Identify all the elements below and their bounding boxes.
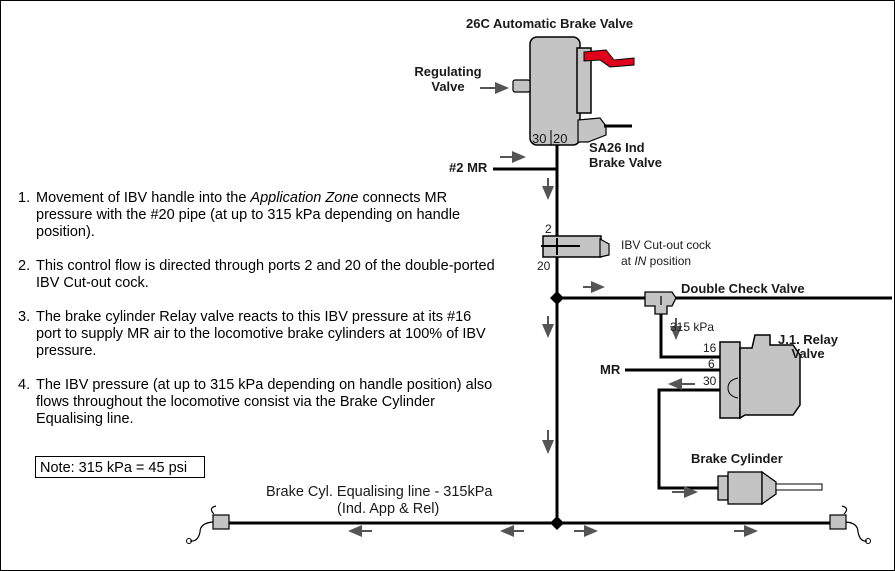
flow-arrows	[348, 82, 758, 537]
label-relay-valve: J.1. Relay Valve	[778, 332, 838, 361]
label-automatic-brake-valve: 26C Automatic Brake Valve	[466, 16, 634, 31]
label-cutout-port-2: 2	[545, 222, 552, 236]
step-item: 1. Movement of IBV handle into the Appli…	[18, 190, 461, 240]
label-relay-port-6: 6	[708, 357, 715, 371]
sa26-valve-body	[577, 117, 607, 143]
double-check-valve[interactable]	[644, 291, 677, 315]
step-item: 2. This control flow is directed through…	[18, 258, 495, 291]
label-pressure-315: 315 kPa	[670, 320, 715, 334]
label-port-20: 20	[553, 131, 568, 146]
label-double-check-valve: Double Check Valve	[681, 281, 805, 296]
automatic-brake-valve[interactable]	[512, 36, 635, 146]
label-regulating-valve: Regulating Valve	[414, 64, 482, 94]
label-sa26-valve: SA26 Ind Brake Valve	[589, 140, 663, 170]
label-relay-port-16: 16	[703, 341, 717, 355]
label-brake-cylinder: Brake Cylinder	[691, 451, 783, 466]
label-equalising-line: Brake Cyl. Equalising line - 315kPa	[266, 484, 493, 500]
label-equalising-sub: (Ind. App & Rel)	[337, 501, 440, 517]
explanation-list: 1. Movement of IBV handle into the Appli…	[18, 190, 498, 445]
step-item: 3. The brake cylinder Relay valve reacts…	[18, 309, 486, 359]
label-port-30: 30	[532, 131, 547, 146]
label-relay-port-30: 30	[703, 374, 717, 388]
junctions	[550, 291, 564, 530]
junction-bottom	[550, 516, 564, 530]
label-mr: MR	[600, 362, 621, 377]
relay-valve[interactable]	[719, 334, 801, 420]
relay-30-to-cylinder-pipe	[657, 388, 720, 490]
label-ibv-cutout: IBV Cut-out cock	[621, 238, 712, 252]
label-ibv-in-position: at IN position	[621, 254, 692, 268]
pipes	[228, 142, 892, 525]
right-end-cock[interactable]	[829, 505, 871, 544]
note-box: Note: 315 kPa = 45 psi	[35, 456, 205, 478]
ibv-cutout-cock[interactable]	[541, 235, 610, 258]
left-end-cock[interactable]	[186, 505, 230, 544]
relay-16-pipe	[659, 312, 720, 359]
step-item: 4. The IBV pressure (at up to 315 kPa de…	[18, 377, 493, 427]
label-mr2: #2 MR	[449, 160, 488, 175]
label-cutout-port-20: 20	[537, 259, 551, 273]
regulating-valve-knob	[512, 79, 531, 93]
automatic-brake-handle	[583, 49, 635, 68]
junction-top	[550, 291, 564, 305]
brake-cylinder[interactable]	[717, 470, 823, 506]
